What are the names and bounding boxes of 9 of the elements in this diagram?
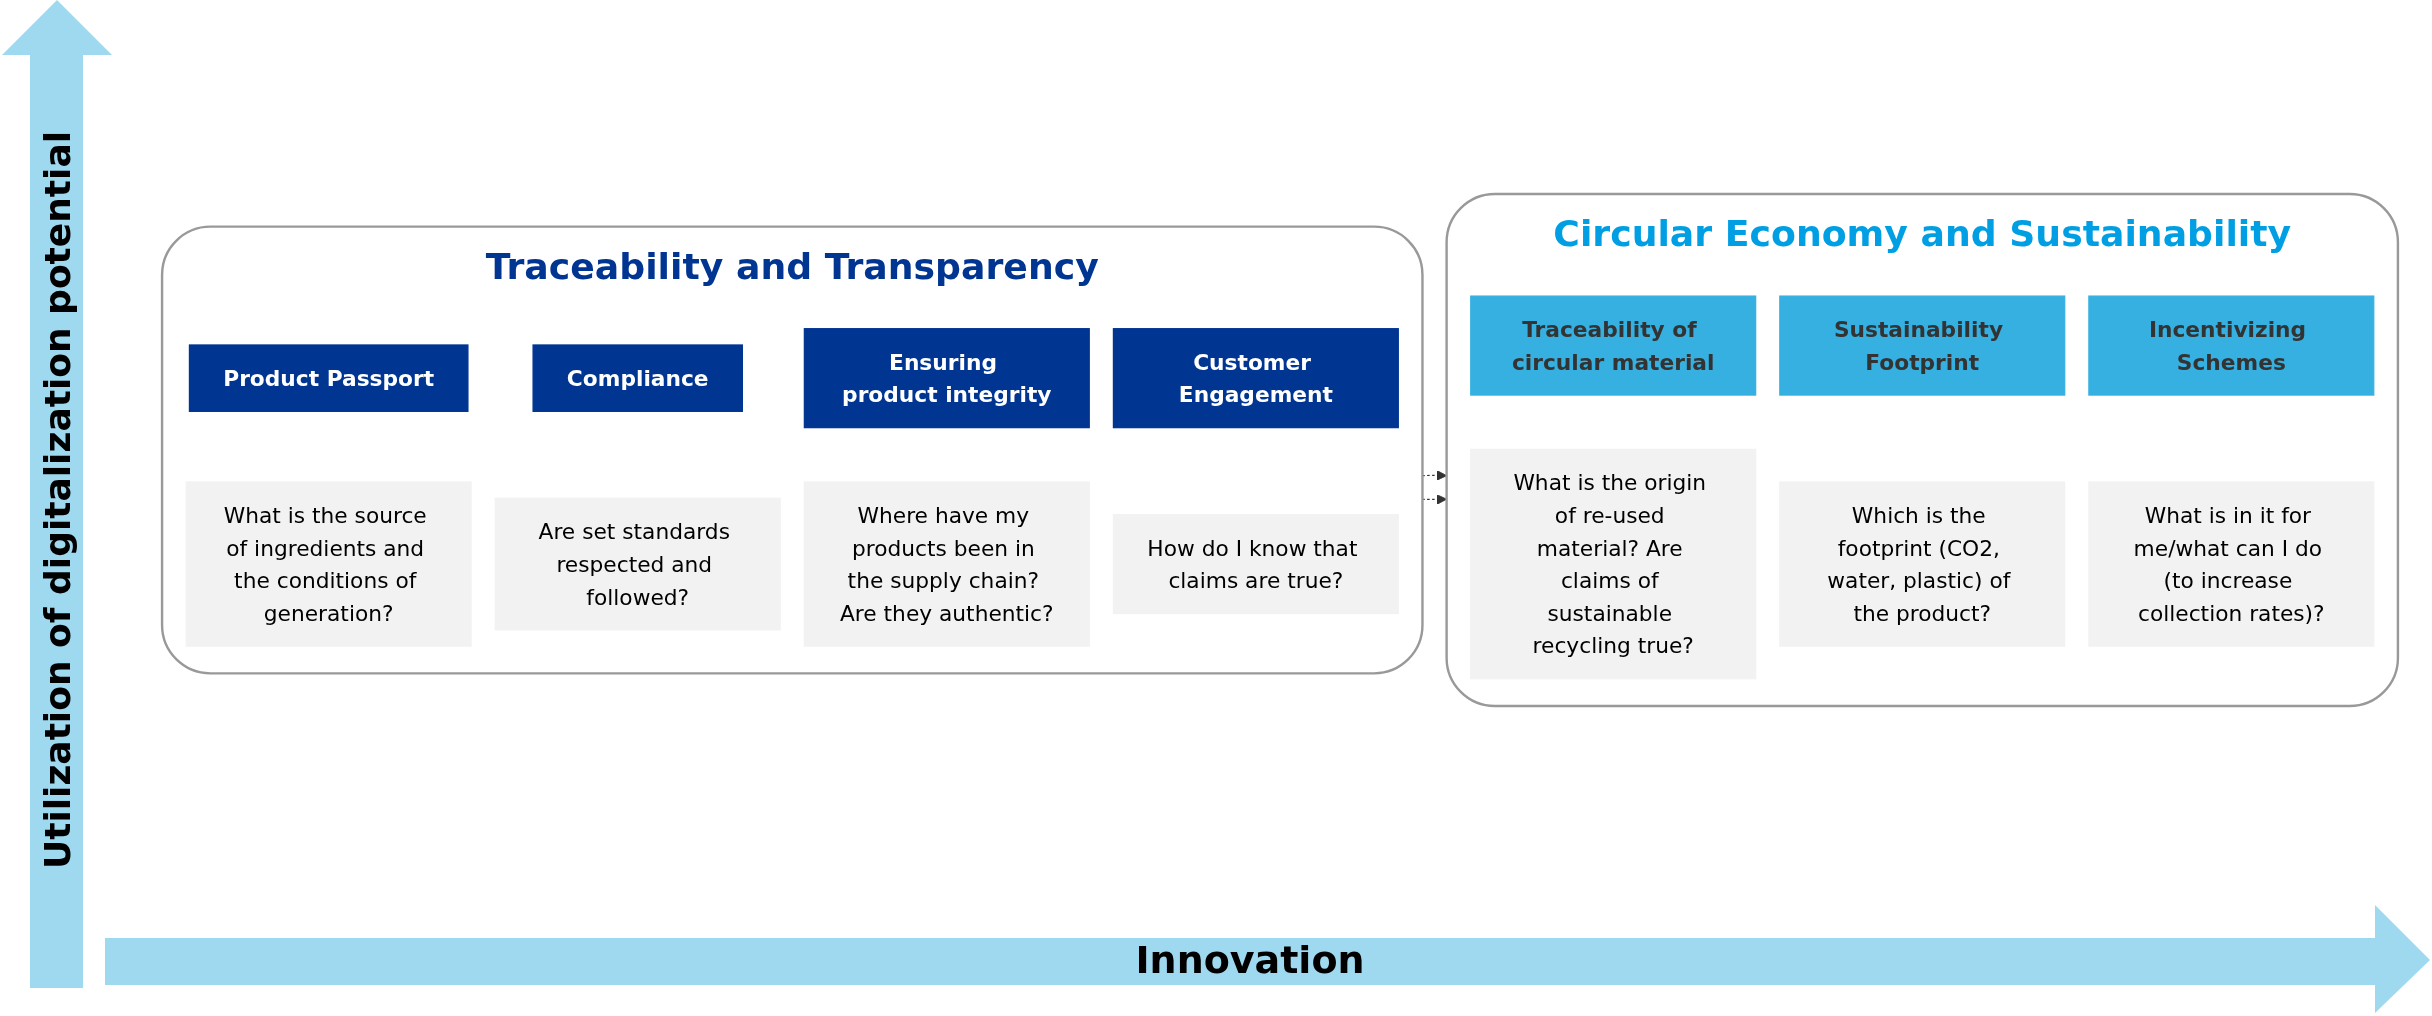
node-box: Sustainability Footprint: [1779, 295, 2066, 396]
node-box: Ensuring product integrity: [803, 328, 1090, 429]
node-box: Incentivizing Schemes: [2088, 295, 2375, 396]
node-box: Customer Engagement: [1112, 328, 1399, 429]
node-box: Compliance: [532, 344, 743, 412]
axis-label: Utilization of digitalization potential: [36, 130, 78, 870]
node-box: Traceability of circular material: [1470, 295, 1757, 396]
axis-label: Innovation: [1135, 938, 1365, 982]
node-box: Product Passport: [188, 344, 469, 412]
